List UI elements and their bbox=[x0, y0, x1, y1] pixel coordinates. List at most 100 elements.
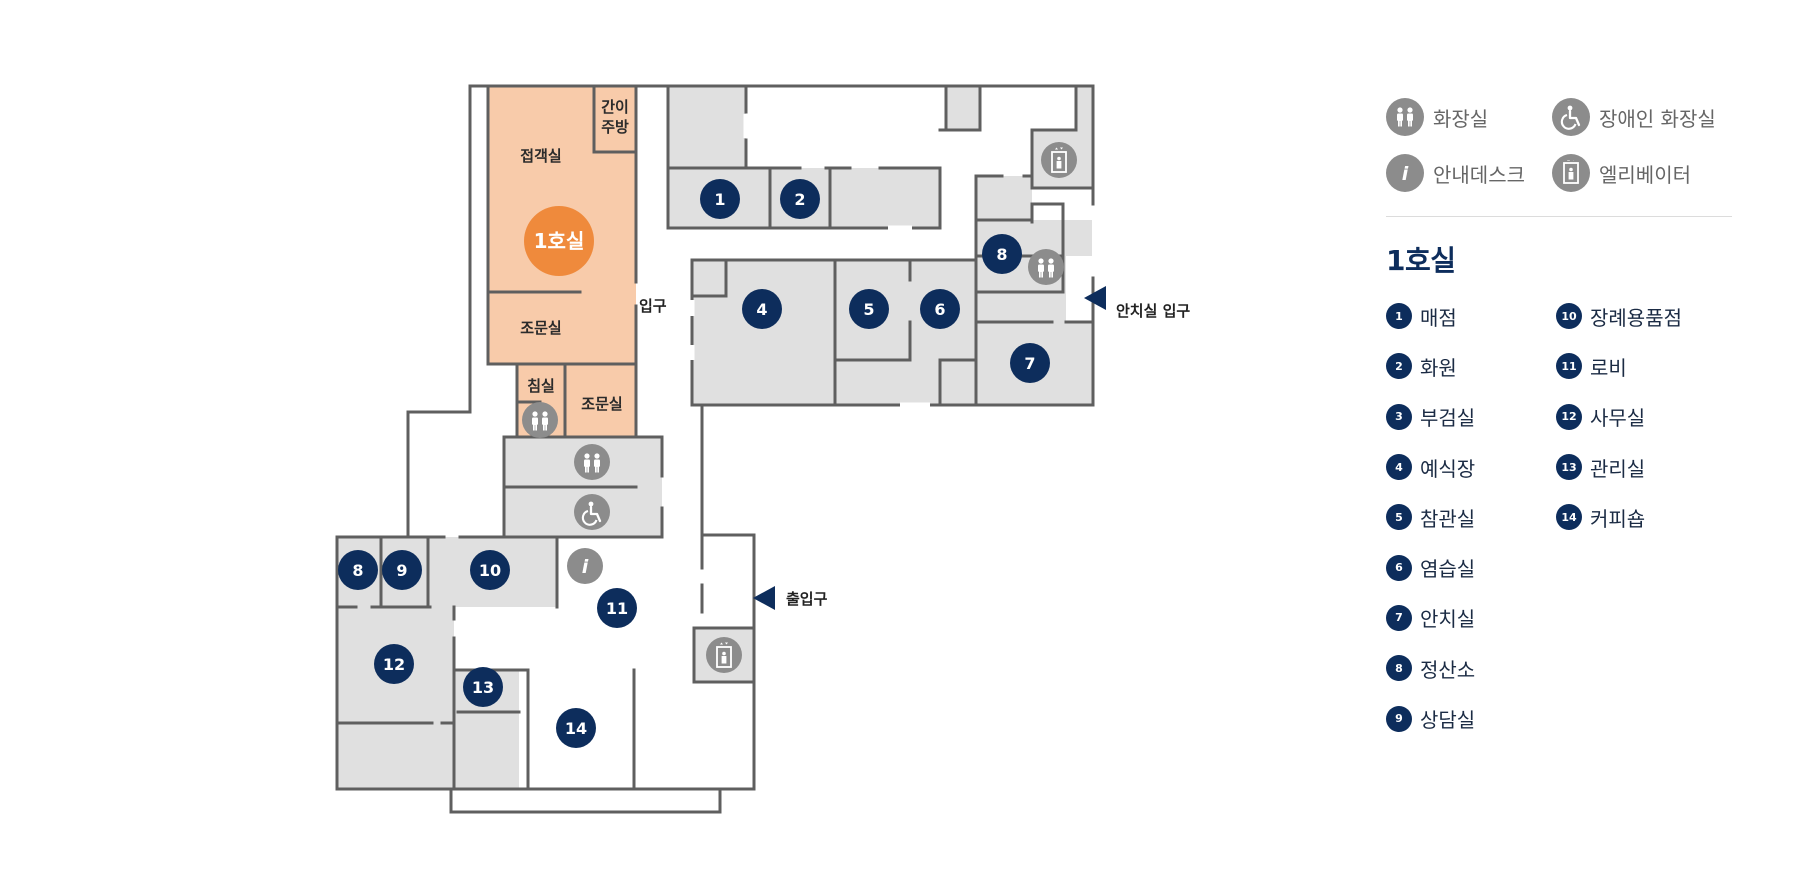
room-number-badge: 5 bbox=[1386, 504, 1412, 531]
amenity-label: 장애인 화장실 bbox=[1599, 106, 1716, 131]
burial-entrance-label: 안치실 입구 bbox=[1116, 302, 1190, 320]
marker-room-4[interactable]: 4 bbox=[742, 289, 782, 329]
info-desk-icon bbox=[1386, 154, 1424, 192]
restroom-icon bbox=[1386, 98, 1424, 136]
room-name: 장례용품점 bbox=[1590, 305, 1682, 330]
map-restroom-icon bbox=[522, 402, 558, 438]
svg-text:6: 6 bbox=[934, 300, 945, 319]
legend-room-14[interactable]: 14 커피숍 bbox=[1556, 492, 1726, 542]
accessible-restroom-icon bbox=[1552, 98, 1590, 136]
label-condolence-upper: 조문실 bbox=[520, 319, 561, 337]
legend-divider bbox=[1386, 216, 1732, 217]
room-name: 상담실 bbox=[1420, 708, 1476, 733]
marker-room-8-east[interactable]: 8 bbox=[982, 234, 1022, 274]
amenity-label: 화장실 bbox=[1433, 106, 1489, 131]
legend-room-13[interactable]: 13 관리실 bbox=[1556, 442, 1726, 492]
marker-room-8-west[interactable]: 8 bbox=[338, 550, 378, 590]
svg-text:1: 1 bbox=[714, 190, 725, 209]
room-name: 정산소 bbox=[1420, 657, 1476, 682]
amenity-label: 엘리베이터 bbox=[1599, 162, 1691, 187]
label-kitchen-line2: 주방 bbox=[601, 118, 629, 136]
marker-room-9[interactable]: 9 bbox=[382, 550, 422, 590]
legend-room-8[interactable]: 8 정산소 bbox=[1386, 643, 1556, 693]
amenity-accessible-restroom: 장애인 화장실 bbox=[1552, 98, 1722, 136]
room-name: 참관실 bbox=[1420, 506, 1476, 531]
room-entrance-label: 입구 bbox=[639, 297, 667, 315]
room-number-badge: 13 bbox=[1556, 454, 1582, 481]
label-kitchen-line1: 간이 bbox=[601, 98, 629, 116]
marker-room-11[interactable]: 11 bbox=[597, 588, 637, 628]
main-entrance-label: 출입구 bbox=[786, 590, 828, 608]
marker-room-1[interactable]: 1 bbox=[700, 179, 740, 219]
room-number-badge: 8 bbox=[1386, 655, 1412, 682]
room-name: 화원 bbox=[1420, 355, 1457, 380]
svg-text:5: 5 bbox=[863, 300, 874, 319]
legend-title: 1호실 bbox=[1386, 244, 1456, 277]
map-elevator-icon bbox=[1041, 142, 1077, 178]
amenity-restroom: 화장실 bbox=[1386, 98, 1552, 136]
room-name: 예식장 bbox=[1420, 456, 1476, 481]
marker-room-10[interactable]: 10 bbox=[470, 550, 510, 590]
room-name: 부검실 bbox=[1420, 406, 1476, 431]
amenity-elevator: 엘리베이터 bbox=[1552, 154, 1722, 192]
room-name: 안치실 bbox=[1420, 607, 1476, 632]
marker-room-2[interactable]: 2 bbox=[780, 179, 820, 219]
amenity-label: 안내데스크 bbox=[1433, 162, 1525, 187]
room-name: 관리실 bbox=[1590, 456, 1646, 481]
room-number-badge: 9 bbox=[1386, 705, 1412, 732]
marker-room-7[interactable]: 7 bbox=[1010, 343, 1050, 383]
svg-text:14: 14 bbox=[565, 719, 587, 738]
room-name: 커피숍 bbox=[1590, 506, 1646, 531]
marker-room-13[interactable]: 13 bbox=[463, 667, 503, 707]
main-entrance-arrow-icon bbox=[753, 586, 775, 610]
room-name: 염습실 bbox=[1420, 557, 1476, 582]
legend-room-11[interactable]: 11 로비 bbox=[1556, 341, 1726, 391]
svg-text:13: 13 bbox=[472, 678, 494, 697]
map-info-desk-icon bbox=[567, 548, 603, 584]
svg-text:8: 8 bbox=[996, 245, 1007, 264]
room-number-badge: 1 bbox=[1386, 303, 1412, 330]
room-1-badge[interactable]: 1호실 bbox=[524, 206, 594, 276]
label-condolence-lower: 조문실 bbox=[581, 395, 622, 413]
elevator-icon bbox=[1552, 154, 1590, 192]
room-number-badge: 11 bbox=[1556, 353, 1582, 380]
room-number-badge: 4 bbox=[1386, 454, 1412, 481]
room-name: 매점 bbox=[1420, 305, 1457, 330]
legend-room-4[interactable]: 4 예식장 bbox=[1386, 442, 1556, 492]
marker-room-6[interactable]: 6 bbox=[920, 289, 960, 329]
svg-text:4: 4 bbox=[756, 300, 767, 319]
room-name: 사무실 bbox=[1590, 406, 1646, 431]
legend-room-1[interactable]: 1 매점 bbox=[1386, 291, 1556, 341]
marker-room-5[interactable]: 5 bbox=[849, 289, 889, 329]
marker-room-12[interactable]: 12 bbox=[374, 644, 414, 684]
svg-text:7: 7 bbox=[1024, 354, 1035, 373]
room-number-badge: 10 bbox=[1556, 303, 1582, 330]
label-reception: 접객실 bbox=[520, 147, 561, 165]
room-number-badge: 2 bbox=[1386, 353, 1412, 380]
marker-room-14[interactable]: 14 bbox=[556, 708, 596, 748]
legend-room-5[interactable]: 5 참관실 bbox=[1386, 492, 1556, 542]
svg-text:9: 9 bbox=[396, 561, 407, 580]
svg-text:11: 11 bbox=[606, 599, 628, 618]
amenity-legend: 화장실 장애인 화장실 안내데스크 엘리베이터 bbox=[1386, 98, 1746, 192]
svg-text:12: 12 bbox=[383, 655, 405, 674]
map-restroom-icon bbox=[574, 444, 610, 480]
burial-entrance-arrow-icon bbox=[1084, 286, 1106, 310]
amenity-info-desk: 안내데스크 bbox=[1386, 154, 1552, 192]
room-name: 로비 bbox=[1590, 355, 1627, 380]
map-elevator-icon bbox=[706, 637, 742, 673]
legend-room-2[interactable]: 2 화원 bbox=[1386, 341, 1556, 391]
legend-room-9[interactable]: 9 상담실 bbox=[1386, 693, 1556, 743]
room-number-badge: 14 bbox=[1556, 504, 1582, 531]
legend-room-10[interactable]: 10 장례용품점 bbox=[1556, 291, 1726, 341]
svg-text:8: 8 bbox=[352, 561, 363, 580]
svg-text:2: 2 bbox=[794, 190, 805, 209]
